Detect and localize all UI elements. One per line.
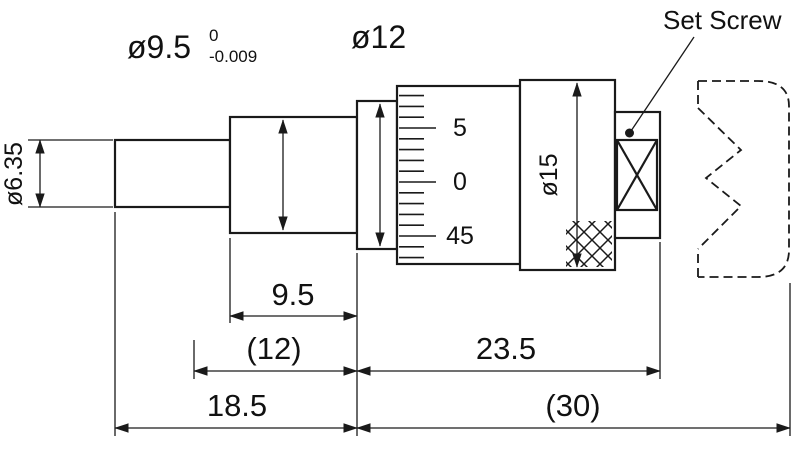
label-set-screw: Set Screw <box>663 5 782 35</box>
set-screw-leader-line <box>630 36 695 132</box>
body-outlines <box>113 78 662 272</box>
dimensions <box>28 36 791 436</box>
label-stem-tolerance-upper: 0 <box>209 26 218 45</box>
graduated-sleeve-outline <box>395 84 522 266</box>
step-ring-outline <box>355 99 399 251</box>
stem-outline <box>228 115 359 235</box>
dim-label-front-section-length: 18.5 <box>207 388 267 423</box>
label-spindle-diameter: ø6.35 <box>0 142 28 206</box>
dim-label-stem-total-length: (12) <box>246 331 301 366</box>
sleeve-scale-value-45: 45 <box>446 222 474 250</box>
spindle-outline <box>113 138 232 209</box>
dim-label-overall-length: (30) <box>545 388 600 423</box>
label-ring-diameter: ø12 <box>351 19 406 55</box>
label-stem-diameter: ø9.5 <box>127 29 191 65</box>
set-screw-leader-dot <box>625 128 634 138</box>
mounting-bracket-phantom-outline <box>697 80 790 278</box>
set-screw-cross-line-2 <box>616 139 658 211</box>
sleeve-graduations <box>399 94 436 259</box>
label-thimble-diameter: ø15 <box>535 153 563 196</box>
labels: ø9.5 0 -0.009 ø12 Set Screw ø6.35 ø15 5 … <box>0 5 782 423</box>
sleeve-scale-value-5: 5 <box>453 114 467 142</box>
dim-label-thimble-section-length: 23.5 <box>476 331 536 366</box>
label-stem-tolerance-lower: -0.009 <box>209 47 257 66</box>
sleeve-scale-value-0: 0 <box>453 168 467 196</box>
dim-label-stem-length: 9.5 <box>271 277 314 312</box>
knurl-hatch <box>566 221 612 267</box>
